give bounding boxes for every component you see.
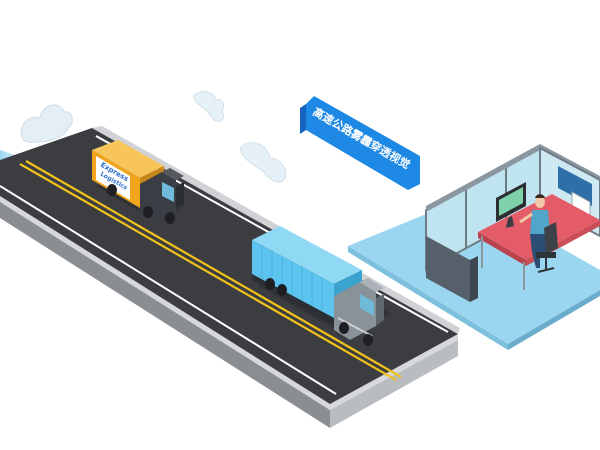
title-banner: 高速公路雾霾穿透视觉 <box>300 96 420 190</box>
cloud-icon <box>193 91 225 122</box>
control-room <box>348 144 600 350</box>
cloud-icon <box>20 104 73 143</box>
cloud-icon <box>240 142 287 183</box>
truck-small: Express Logistics <box>92 140 184 224</box>
truck-large <box>252 226 392 346</box>
